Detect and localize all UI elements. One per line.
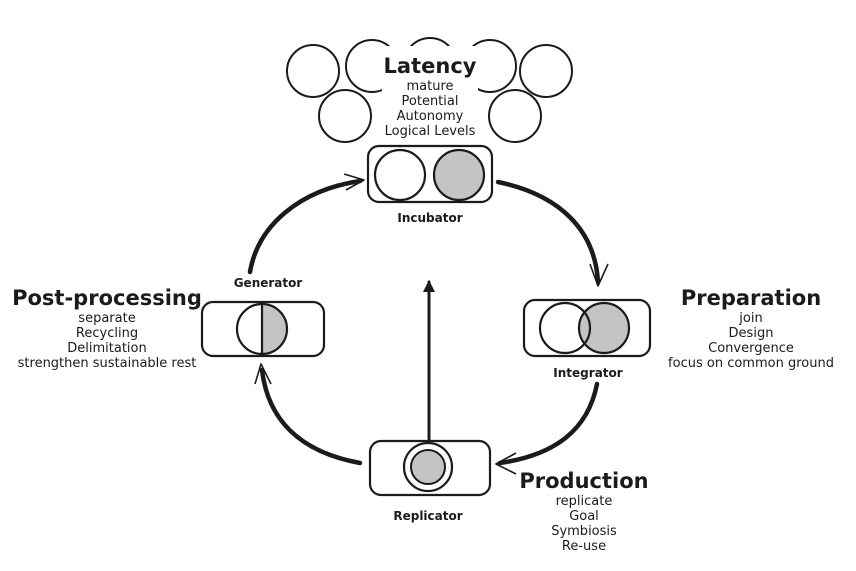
preparation-group: Preparation join Design Convergence focu… <box>668 286 834 371</box>
production-item: Goal <box>569 509 599 524</box>
latency-circle <box>318 89 372 143</box>
integrator-node: Integrator <box>522 298 652 380</box>
post-processing-item: separate <box>78 311 135 326</box>
incubator-circle-filled <box>432 148 486 202</box>
arc-replicator-to-generator <box>259 367 363 466</box>
production-group: Production replicate Goal Symbiosis Re-u… <box>519 469 648 554</box>
arrowhead <box>589 263 609 287</box>
latency-item: Logical Levels <box>385 124 476 139</box>
latency-group: Latency mature Potential Autonomy Logica… <box>384 54 477 139</box>
incubator-node: Incubator <box>366 144 494 225</box>
post-processing-group: Post-processing separate Recycling Delim… <box>12 286 202 371</box>
preparation-item: Convergence <box>708 341 794 356</box>
latency-circle <box>488 89 542 143</box>
latency-text-backdrop <box>382 46 478 142</box>
post-processing-title: Post-processing <box>12 286 202 310</box>
preparation-item: join <box>738 311 762 326</box>
post-processing-item: Recycling <box>76 326 138 341</box>
preparation-item: Design <box>729 326 774 341</box>
replicator-circle-inner <box>410 449 446 485</box>
replicator-circle-outer <box>402 441 454 493</box>
latency-item: mature <box>406 79 453 94</box>
production-item: replicate <box>556 494 613 509</box>
incubator-box <box>366 144 494 204</box>
arrowhead <box>254 363 272 385</box>
production-title: Production <box>519 469 648 493</box>
generator-half-fill <box>262 304 287 354</box>
post-processing-item: strengthen sustainable rest <box>18 356 197 371</box>
generator-box <box>200 300 326 358</box>
incubator-circle-empty <box>373 148 427 202</box>
latency-title: Latency <box>384 54 477 78</box>
latency-item: Potential <box>402 94 459 109</box>
latency-circle-cloud <box>286 37 573 143</box>
arc-generator-to-incubator <box>247 178 363 275</box>
incubator-label: Incubator <box>397 211 462 225</box>
production-item: Re-use <box>562 539 606 554</box>
post-processing-item: Delimitation <box>67 341 146 356</box>
arrowhead <box>495 452 517 475</box>
production-item: Symbiosis <box>551 524 617 539</box>
arc-integrator-to-replicator <box>497 381 600 466</box>
generator-label: Generator <box>234 276 303 290</box>
preparation-item: focus on common ground <box>668 356 834 371</box>
integrator-box <box>522 298 652 358</box>
latency-item: Autonomy <box>397 109 464 124</box>
replicator-label: Replicator <box>393 509 462 523</box>
latency-circle <box>286 44 340 98</box>
replicator-node: Replicator <box>368 439 492 523</box>
generator-node: Generator <box>200 276 326 358</box>
integrator-circle-filled <box>577 301 631 355</box>
preparation-title: Preparation <box>681 286 821 310</box>
cycle-arrows <box>247 173 609 475</box>
integrator-label: Integrator <box>553 366 622 380</box>
latency-circle <box>519 44 573 98</box>
replicator-box <box>368 439 492 497</box>
integrator-circle-empty <box>538 301 592 355</box>
arrowhead <box>343 173 365 191</box>
